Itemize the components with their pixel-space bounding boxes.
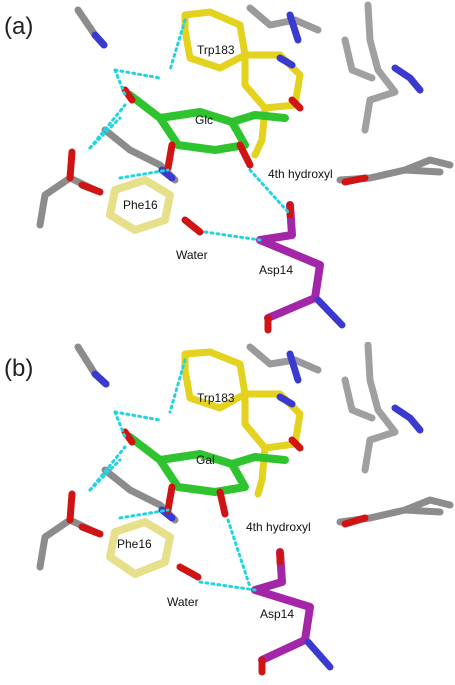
background-residues-a [36, 1, 454, 229]
panel-b: (b) Trp183 Gal 4th hydroxyl Phe16 Water … [0, 342, 455, 684]
fourth-hydroxyl-label: 4th hydroxyl [246, 520, 311, 534]
water-label: Water [176, 248, 208, 262]
panel-label: (a) [4, 13, 34, 40]
sugar-ring-b [121, 428, 289, 518]
hydrogen-bonds-a [88, 18, 290, 242]
trp183-label: Trp183 [197, 391, 235, 405]
water-label: Water [167, 595, 199, 609]
molecular-scene-b [36, 342, 454, 676]
trp-residue-a [181, 8, 304, 159]
phe-residue-b [106, 518, 202, 581]
sugar-label: Gal [196, 453, 215, 467]
fourth-hydroxyl-label: 4th hydroxyl [268, 167, 333, 181]
phe16-label: Phe16 [123, 198, 158, 212]
sugar-ring-a [121, 86, 289, 172]
asp14-label: Asp14 [259, 263, 294, 277]
panel-a: (a) Trp183 Glc 4th hydroxyl Phe16 Water … [0, 0, 455, 342]
panel-label: (b) [4, 355, 34, 382]
phe-residue-a [106, 176, 204, 236]
phe16-label: Phe16 [117, 537, 152, 551]
hydrogen-bonds-b [88, 358, 257, 592]
molecular-scene-a [36, 1, 454, 334]
asp14-label: Asp14 [260, 607, 295, 621]
asp-residue-a [256, 201, 346, 334]
asp-residue-b [251, 548, 334, 676]
sugar-label: Glc [195, 113, 213, 127]
trp183-label: Trp183 [197, 43, 235, 57]
trp-residue-b [181, 348, 304, 498]
